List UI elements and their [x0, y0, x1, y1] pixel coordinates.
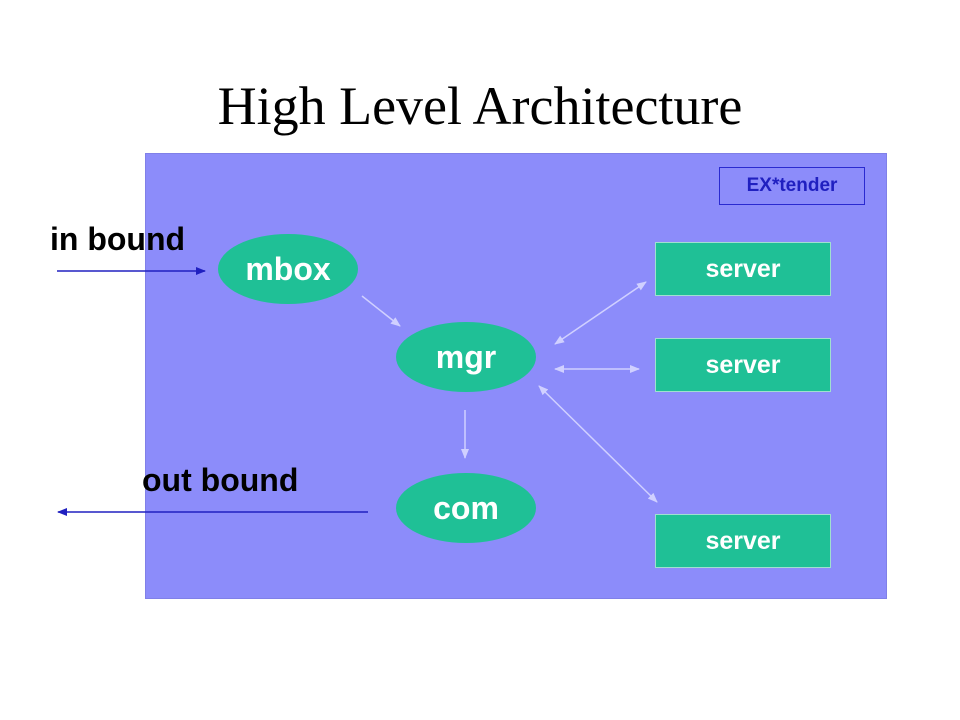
com-node: com	[396, 473, 536, 543]
inbound-label: in bound	[50, 221, 186, 257]
server-node-1: server	[655, 242, 831, 296]
server-node-2: server	[655, 338, 831, 392]
extender-label: EX*tender	[719, 167, 865, 205]
outbound-label: out bound	[142, 462, 299, 498]
mgr-node: mgr	[396, 322, 536, 392]
slide-title: High Level Architecture	[217, 76, 743, 136]
mbox-node: mbox	[218, 234, 358, 304]
server-node-3: server	[655, 514, 831, 568]
